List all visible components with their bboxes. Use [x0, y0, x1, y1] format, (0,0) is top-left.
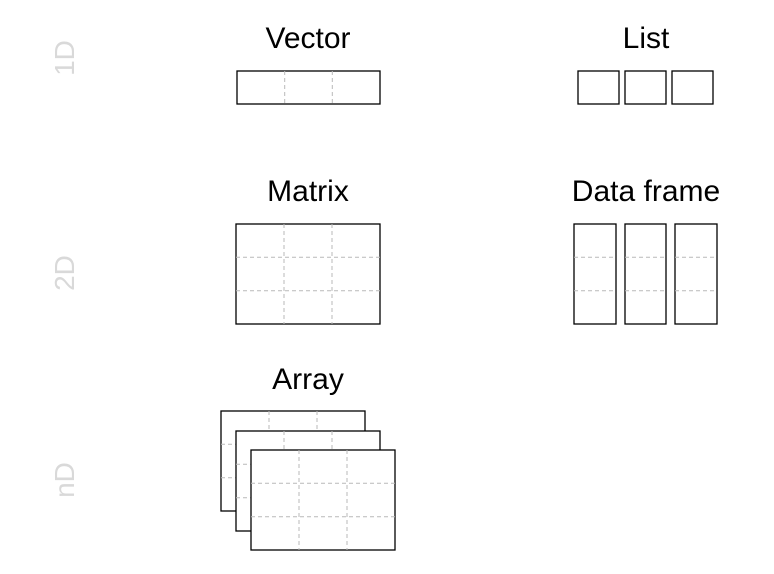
array-shape: [220, 410, 396, 551]
array-title: Array: [272, 363, 344, 396]
list-group: List: [577, 22, 714, 105]
array-group: Array: [220, 363, 396, 551]
list-title: List: [623, 22, 670, 55]
matrix-shape: [235, 223, 381, 325]
dimension-label-2d: 2D: [49, 255, 80, 291]
dimension-label-nd: nD: [49, 462, 80, 498]
matrix-group: Matrix: [235, 175, 381, 325]
vector-title: Vector: [265, 22, 350, 55]
data-frame-shape: [573, 223, 718, 325]
data-frame-group: Data frame: [572, 175, 720, 325]
list-shape: [577, 70, 714, 105]
vector-shape: [236, 70, 381, 105]
matrix-title: Matrix: [267, 175, 349, 208]
vector-group: Vector: [236, 22, 381, 105]
array-layer-front: [250, 449, 396, 551]
dimension-label-1d: 1D: [49, 40, 80, 76]
data-frame-title: Data frame: [572, 175, 720, 208]
